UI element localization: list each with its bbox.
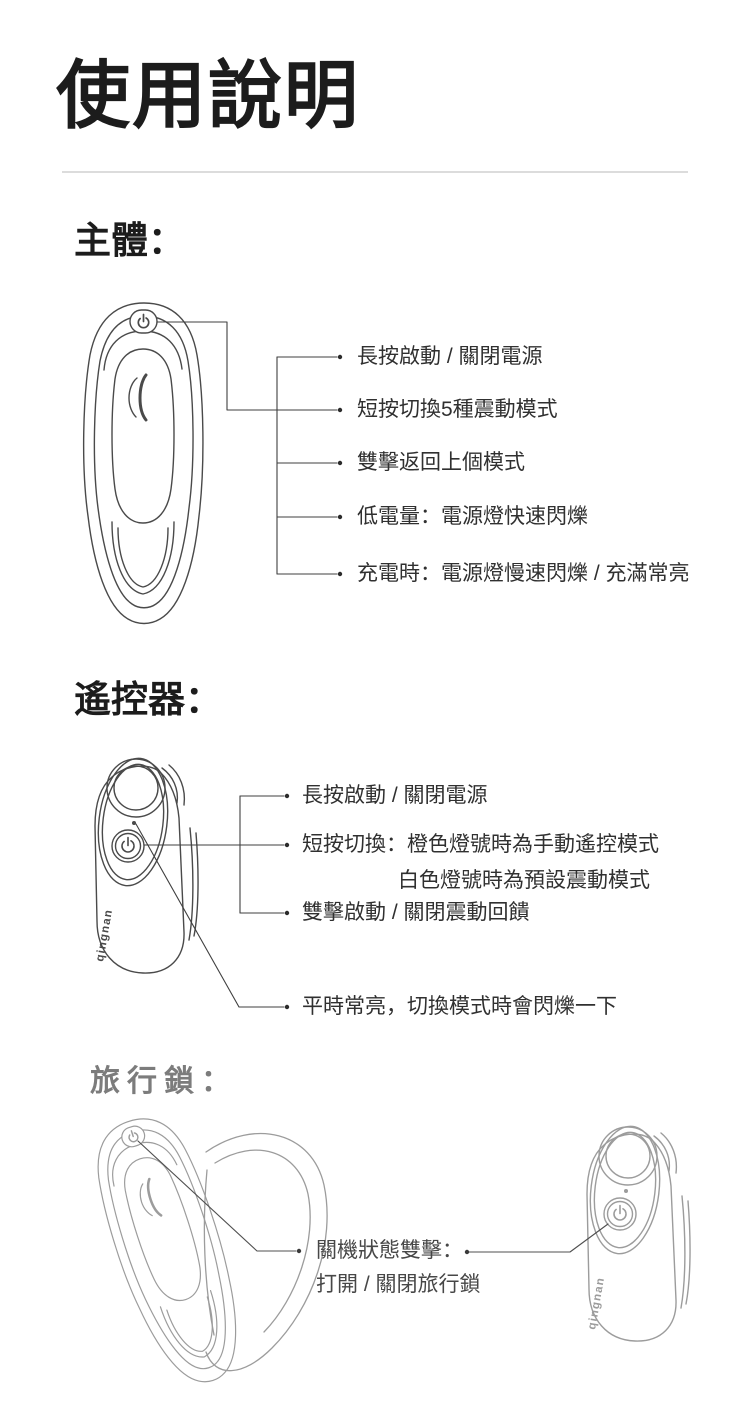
section-heading-travel-lock: 旅行鎖：: [90, 1065, 238, 1098]
travel-lock-device-illustration: [78, 1104, 328, 1398]
annotation-main-1: 長按啟動 / 關閉電源: [357, 345, 543, 368]
remote-illustration: [90, 753, 199, 974]
main-device-callouts: [156, 321, 343, 577]
annotation-main-4: 低電量：電源燈快速閃爍: [357, 505, 588, 528]
annotation-travel-1: 關機狀態雙擊：: [316, 1239, 463, 1262]
remote-callouts: [135, 793, 290, 1010]
annotation-remote-2b: 白色燈號時為預設震動模式: [398, 869, 650, 892]
annotation-main-3: 雙擊返回上個模式: [357, 451, 525, 474]
annotation-remote-4: 平時常亮，切換模式時會閃爍一下: [302, 995, 617, 1018]
page-title: 使用說明: [56, 54, 360, 137]
annotation-remote-1: 長按啟動 / 關閉電源: [302, 784, 488, 807]
main-device-illustration: [82, 301, 205, 625]
annotation-remote-2: 短按切換：橙色燈號時為手動遙控模式: [302, 833, 659, 856]
annotation-remote-3: 雙擊啟動 / 關閉震動回饋: [302, 901, 530, 924]
section-heading-remote: 遙控器：: [74, 679, 222, 720]
device-arm: [203, 1132, 328, 1372]
travel-lock-remote-illustration: [582, 1121, 691, 1342]
title-divider: [62, 171, 688, 173]
annotation-main-2: 短按切換5種震動模式: [357, 398, 558, 421]
annotation-main-5: 充電時：電源燈慢速閃爍 / 充滿常亮: [357, 562, 690, 585]
section-heading-main-body: 主體：: [74, 220, 185, 261]
annotation-travel-2: 打開 / 關閉旅行鎖: [316, 1273, 481, 1296]
